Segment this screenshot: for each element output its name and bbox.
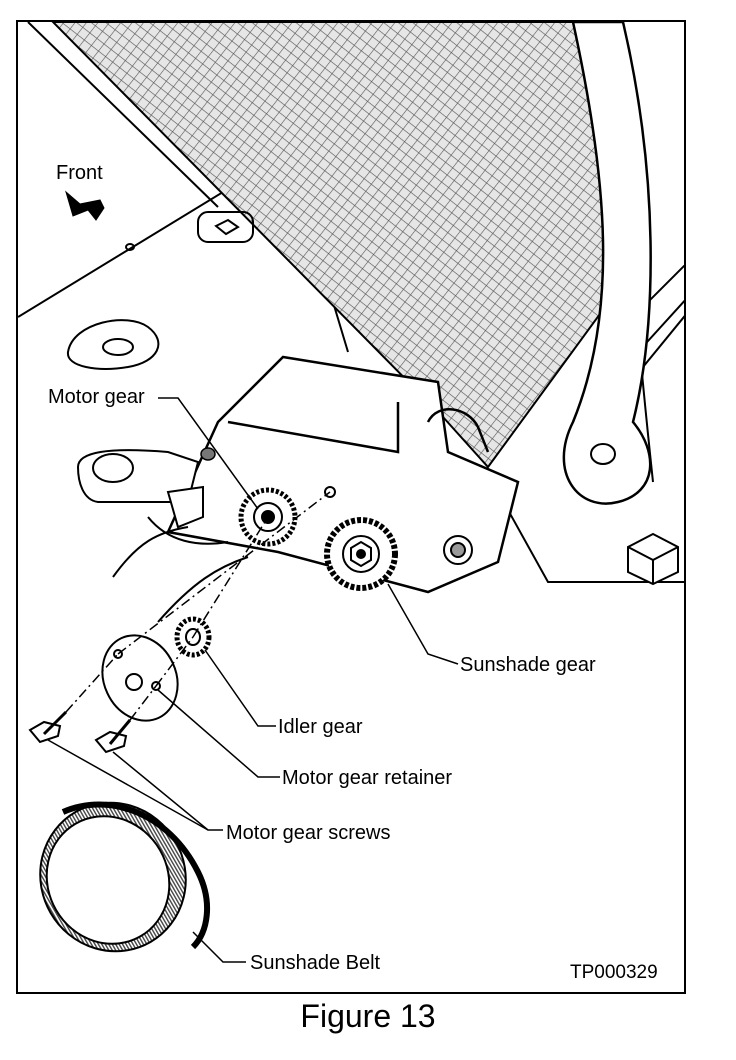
- pivot-arm: [562, 22, 652, 505]
- motor-gear-label: Motor gear: [48, 386, 145, 408]
- sunshade-gear-label: Sunshade gear: [460, 654, 596, 676]
- housing-hole: [200, 447, 216, 461]
- sunshade-mesh: [51, 22, 640, 469]
- motor-gear-retainer-label: Motor gear retainer: [282, 767, 453, 789]
- front-arrow-icon: [65, 190, 105, 221]
- idler-gear-label: Idler gear: [278, 716, 363, 738]
- sunshade-belt-label: Sunshade Belt: [250, 952, 381, 974]
- hex-bolt: [627, 532, 679, 586]
- motor-gear-screws: [28, 710, 132, 754]
- motor-gear-screws-label: Motor gear screws: [226, 822, 391, 844]
- figure-caption: Figure 13: [300, 998, 436, 1034]
- figure-code: TP000329: [570, 962, 658, 983]
- mounting-bracket: [76, 449, 249, 623]
- centerlines: [65, 491, 331, 721]
- pivot-hole: [590, 443, 616, 465]
- front-label: Front: [56, 162, 103, 184]
- housing-knob: [443, 535, 473, 565]
- figure-frame: Front Motor gear Sunshade gear Idler gea…: [16, 20, 686, 994]
- exploded-view-illustration: [18, 22, 684, 963]
- leader-lines: [47, 397, 459, 963]
- sunshade-gear: [324, 517, 398, 591]
- sunshade-belt: [39, 801, 211, 953]
- roof-holes: [67, 211, 254, 370]
